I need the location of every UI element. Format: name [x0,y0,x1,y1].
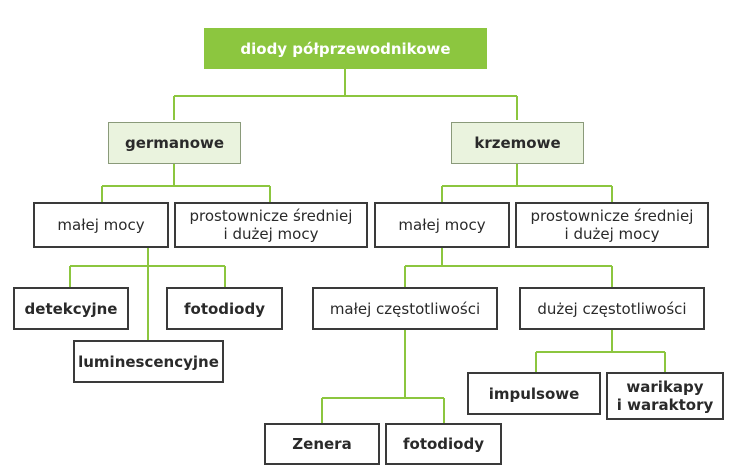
node-label: dużej częstotliwości [537,299,687,318]
node-label: fotodiody [402,435,484,453]
node-label: luminescencyjne [78,352,219,371]
node-warikapy: warikapy i waraktory [606,372,724,420]
node-krzemowe-malej-mocy: małej mocy [374,202,510,248]
node-label: fotodiody [183,299,265,318]
node-diody-polprzewodnikowe: diody półprzewodnikowe [204,28,487,69]
node-detekcyjne: detekcyjne [13,287,129,330]
node-label: detekcyjne [24,299,118,318]
node-label: germanowe [124,134,225,152]
node-label: krzemowe [474,134,561,152]
node-label: warikapy i waraktory [616,378,714,414]
node-label: diody półprzewodnikowe [240,39,451,58]
node-impulsowe: impulsowe [467,372,601,415]
node-malej-czestotliwosci: małej częstotliwości [312,287,498,330]
node-duzej-czestotliwosci: dużej częstotliwości [519,287,705,330]
node-label: Zenera [292,435,352,453]
node-germanowe-fotodiody: fotodiody [166,287,283,330]
node-germanowe-malej-mocy: małej mocy [33,202,169,248]
node-krzemowe-prostownicze: prostownicze średniej i dużej mocy [515,202,709,248]
node-label: prostownicze średniej i dużej mocy [530,207,694,243]
node-label: małej mocy [398,216,486,234]
node-label: małej mocy [57,216,145,234]
node-label: prostownicze średniej i dużej mocy [189,207,353,243]
node-germanowe: germanowe [108,122,241,164]
node-label: małej częstotliwości [329,299,481,318]
node-krzemowe: krzemowe [451,122,584,164]
node-zenera: Zenera [264,423,380,465]
node-label: impulsowe [488,384,580,403]
node-krzemowe-fotodiody: fotodiody [385,423,502,465]
node-germanowe-prostownicze: prostownicze średniej i dużej mocy [174,202,368,248]
node-luminescencyjne: luminescencyjne [73,340,224,383]
